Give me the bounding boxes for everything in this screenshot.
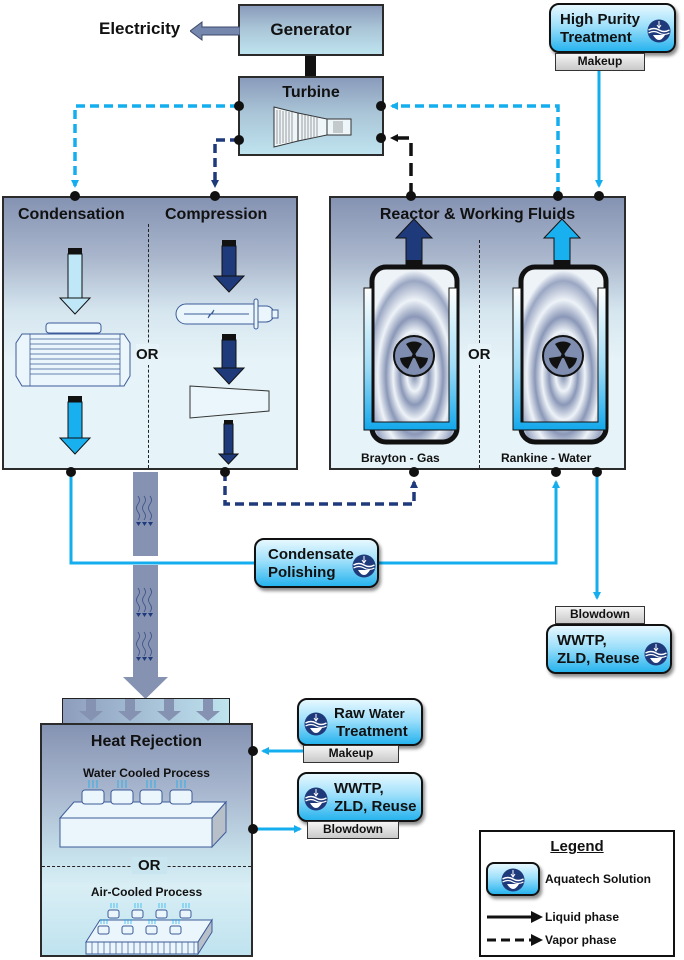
aquatech-logo-icon [644,642,668,666]
legend-title: Legend [550,838,604,855]
reactor-icons [363,218,609,445]
compression-arrow-3-icon [217,420,240,465]
blowdown-tag: Blowdown [555,606,645,624]
air-cooled-unit-icon [85,903,213,956]
flow-reactor-to-turbine-gas [390,134,413,196]
liquid-phase-arrow-icon [487,911,543,923]
generator-box[interactable]: Generator [238,4,384,56]
condensation-compression-panel[interactable]: Condensation Compression OR [2,196,298,470]
shaft [305,56,316,76]
turbine-box[interactable]: Turbine [238,76,384,156]
heat-rejection-title: Heat Rejection [90,733,203,750]
water-cooled-label: Water Cooled Process [83,766,210,780]
makeup-tag: Makeup [555,53,645,71]
air-cooled-label: Air-Cooled Process [90,885,203,899]
aquatech-logo-icon [304,787,328,811]
legend-solution-label: Aquatech Solution [545,872,651,886]
or-label: OR [468,344,491,365]
compression-arrow-2-icon [212,334,246,385]
raw-water-line2: Treatment [336,723,408,740]
flow-turbine-to-condensation [71,104,239,188]
water-word: Water [369,706,405,721]
compression-title: Compression [165,206,268,223]
connection-dots [66,101,604,834]
legend-liquid-label: Liquid phase [545,910,620,924]
flow-reactor-to-turbine-steam [390,102,560,196]
electricity-label: Electricity [99,19,181,38]
wwtp-zld-reuse-solution-bottom[interactable]: WWTP, ZLD, Reuse [297,772,423,822]
wwtp-line2: ZLD, Reuse [334,798,417,815]
liquid-out-arrow-icon [58,396,92,455]
flow-turbine-to-compression [211,138,239,188]
aquatech-logo-icon [352,554,376,578]
wwtp-line1: WWTP, [334,780,384,797]
condensate-line2: Polishing [268,564,336,581]
heat-distribution-bar [62,698,230,724]
condensation-icons [15,240,279,465]
condenser-icon [15,322,131,387]
high-purity-line1: High Purity [560,11,641,28]
reactor-title: Reactor & Working Fluids [379,206,576,223]
compressor-stage-icon [189,385,270,419]
water-cooled-tower-icon [58,780,228,849]
brayton-reactor-icon [363,218,460,445]
raw-word: Raw [334,705,365,722]
aquatech-logo-icon [501,868,525,892]
aquatech-logo-icon [647,19,671,43]
raw-water-treatment-solution[interactable]: Raw Water Treatment [297,698,423,746]
high-purity-line2: Treatment [560,29,632,46]
condensation-title: Condensation [18,206,125,223]
blowdown-tag: Blowdown [307,821,399,839]
compression-arrow-1-icon [212,240,246,293]
rankine-label: Rankine - Water [501,451,592,465]
wwtp-zld-reuse-solution-top[interactable]: WWTP, ZLD, Reuse [546,624,672,674]
wwtp-line1: WWTP, [557,632,607,649]
vapor-in-arrow-icon [58,248,92,315]
makeup-tag: Makeup [303,745,399,763]
aquatech-logo-icon [304,712,328,736]
condensate-polishing-solution[interactable]: Condensate Polishing [254,538,379,588]
flow-compression-to-brayton [223,472,418,506]
heat-rejection-panel[interactable]: Heat Rejection Water Cooled Process OR A… [40,723,253,957]
turbine-icon [273,106,352,148]
legend: Legend Aquatech Solution Liquid phase Va… [479,830,675,957]
raw-water-line1: Raw Water [334,705,405,723]
condensate-line1: Condensate [268,546,354,563]
turbine-label: Turbine [282,84,340,101]
generator-label: Generator [270,20,352,39]
vapor-phase-arrow-icon [487,934,543,946]
or-label: OR [136,344,159,365]
legend-vapor-label: Vapor phase [545,933,617,947]
or-label: OR [132,857,167,874]
wwtp-line2: ZLD, Reuse [557,650,640,667]
reactor-panel[interactable]: Reactor & Working Fluids OR Brayton - Ga… [329,196,626,470]
brayton-label: Brayton - Gas [361,451,440,465]
rankine-reactor-icon [512,218,609,445]
legend-solution-swatch [486,862,540,896]
compressor-motor-icon [175,298,279,330]
high-purity-treatment-solution[interactable]: High Purity Treatment [549,3,676,53]
